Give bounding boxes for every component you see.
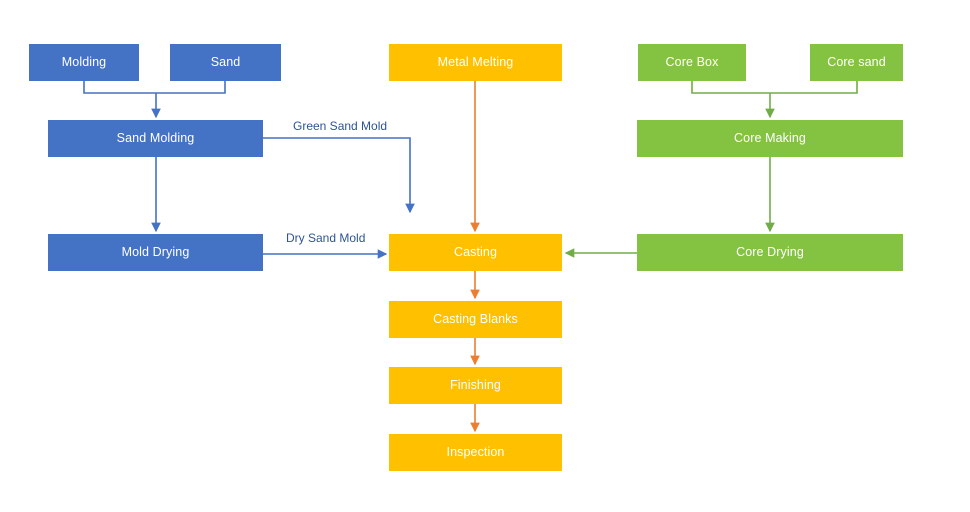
node-casting[interactable]: Casting: [389, 234, 562, 271]
node-label: Core Drying: [736, 244, 804, 259]
edge-sand-to-sand-molding: [156, 81, 226, 94]
node-label: Mold Drying: [121, 244, 190, 259]
node-label: Casting: [453, 244, 498, 259]
node-mold-drying[interactable]: Mold Drying: [48, 234, 263, 271]
node-sand-molding[interactable]: Sand Molding: [48, 120, 263, 157]
node-label: Finishing: [450, 377, 501, 392]
node-core-drying[interactable]: Core Drying: [637, 234, 903, 271]
node-label: Casting Blanks: [433, 311, 518, 326]
node-molding[interactable]: Molding: [29, 44, 139, 81]
node-label: Core Making: [734, 130, 806, 145]
node-label: Core sand: [827, 54, 886, 69]
node-label: Metal Melting: [437, 54, 514, 69]
node-label: Core Box: [665, 54, 719, 69]
node-casting-blanks[interactable]: Casting Blanks: [389, 301, 562, 338]
node-label: Molding: [61, 54, 107, 69]
node-label: Sand: [210, 54, 241, 69]
node-core-box[interactable]: Core Box: [638, 44, 746, 81]
edge-molding-to-sand-molding: [83, 81, 156, 94]
node-core-sand[interactable]: Core sand: [810, 44, 903, 81]
node-inspection[interactable]: Inspection: [389, 434, 562, 471]
edge-label-dry-sand-mold: Dry Sand Mold: [286, 231, 366, 245]
node-sand[interactable]: Sand: [170, 44, 281, 81]
edge-label-green-sand-mold: Green Sand Mold: [293, 119, 388, 133]
node-metal-melting[interactable]: Metal Melting: [389, 44, 562, 81]
edge-core-sand-to-core-making: [770, 81, 858, 94]
node-label: Sand Molding: [116, 130, 195, 145]
node-core-making[interactable]: Core Making: [637, 120, 903, 157]
edge-core-box-to-core-making: [691, 81, 770, 94]
edge-sand-molding-to-casting: [263, 137, 415, 214]
node-finishing[interactable]: Finishing: [389, 367, 562, 404]
node-label: Inspection: [446, 444, 505, 459]
